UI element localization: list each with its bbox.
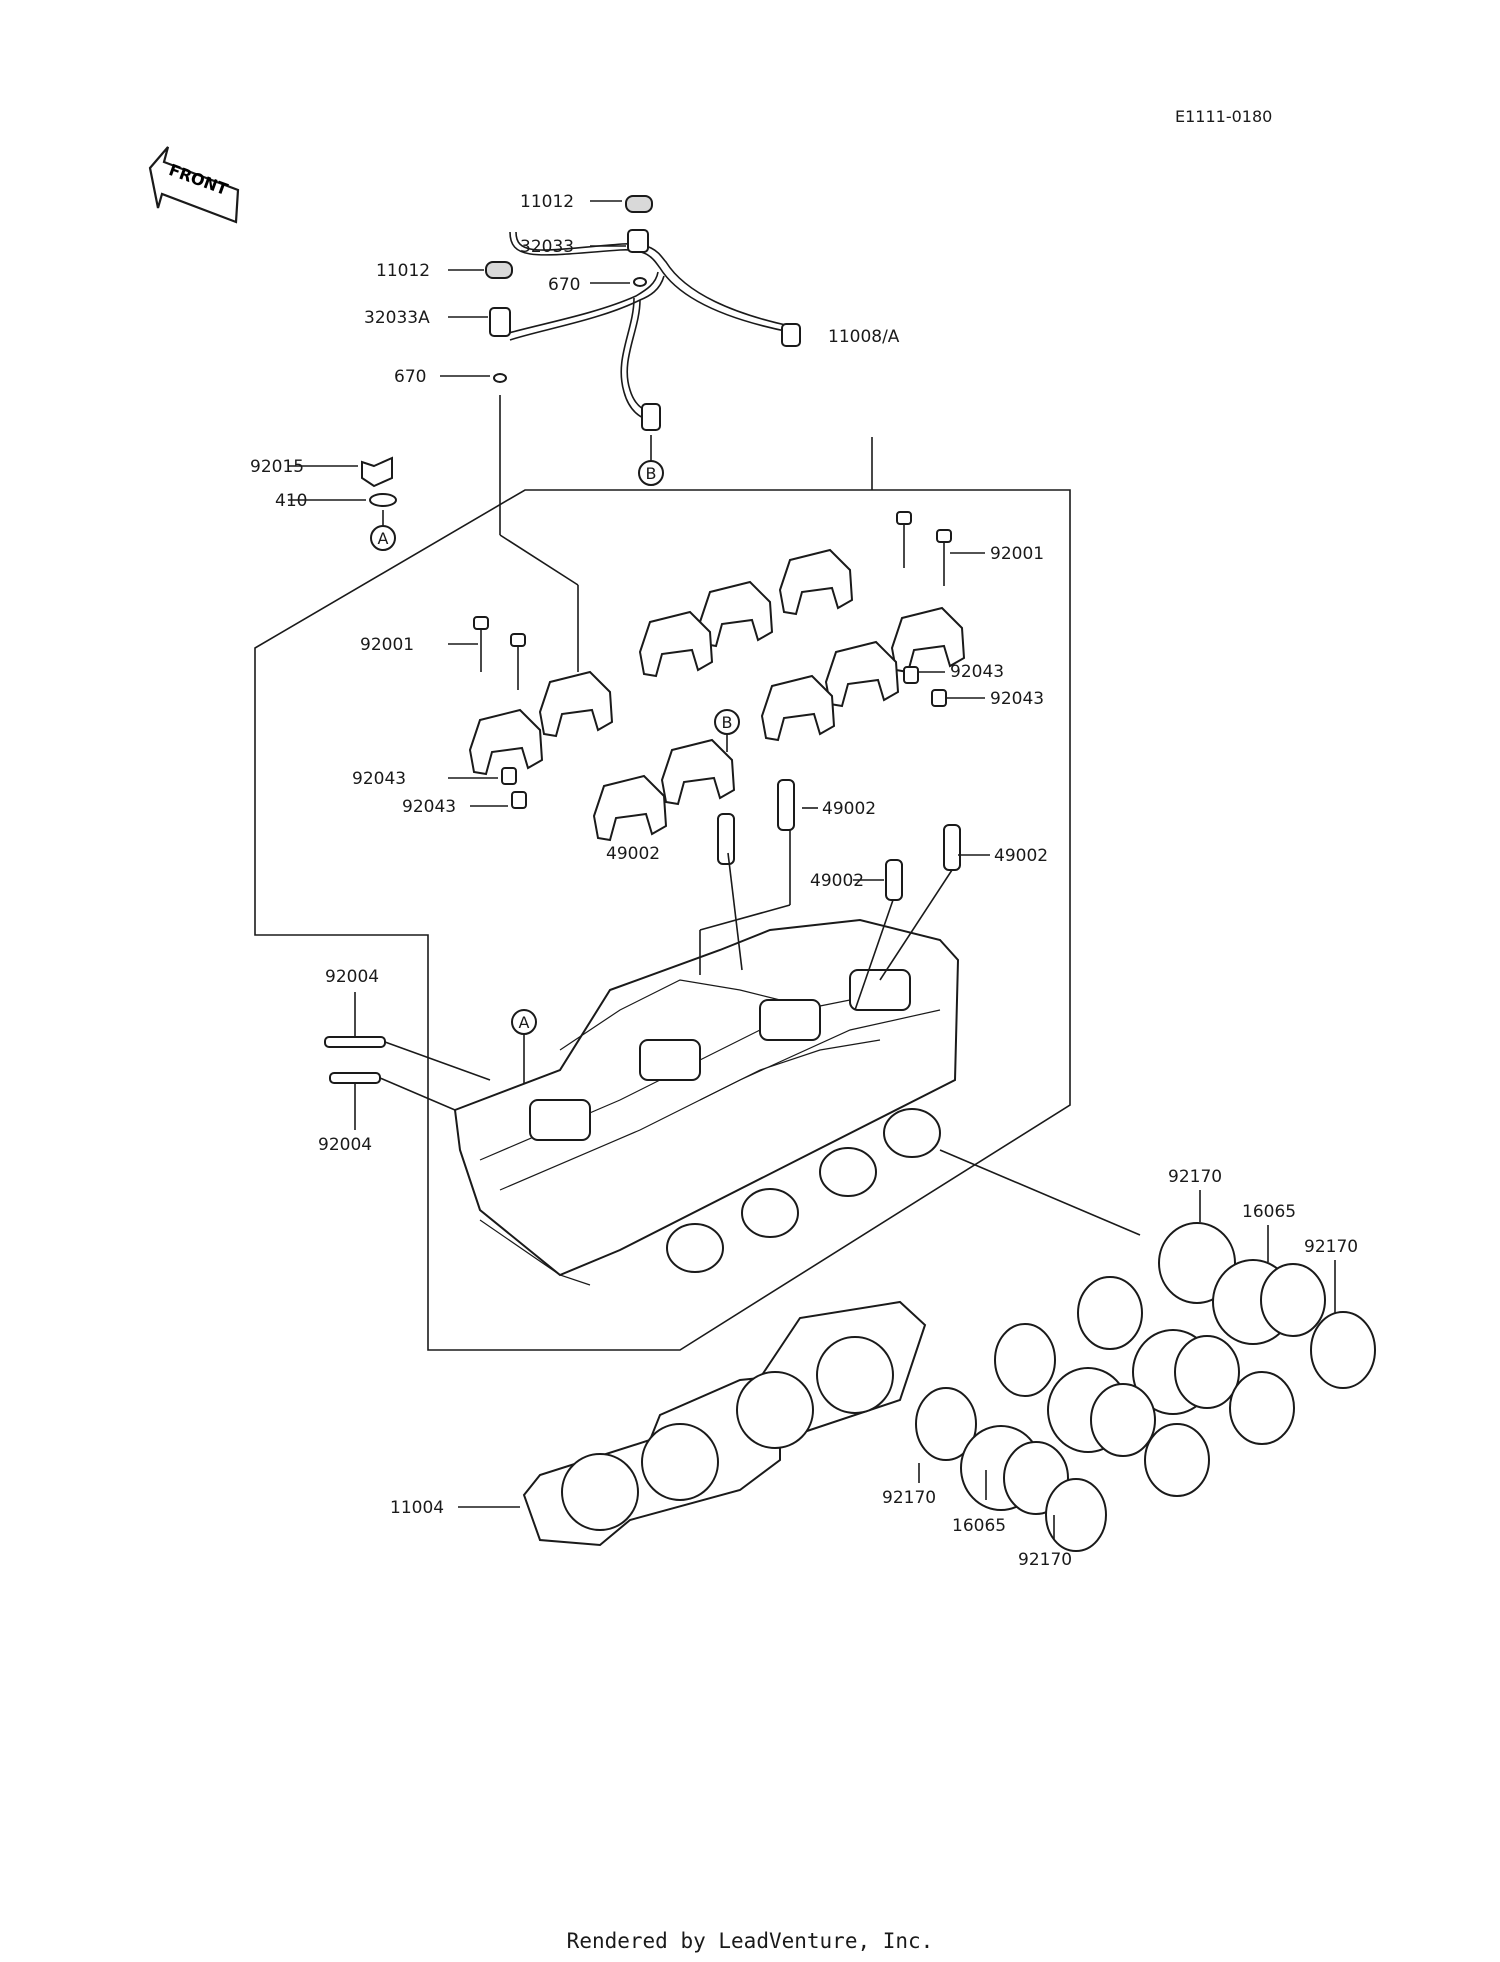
label-92170: 92170 [1168, 1167, 1222, 1187]
banjo-right [781, 323, 801, 347]
label-92043: 92043 [990, 689, 1044, 709]
studs-92004 [324, 992, 491, 1130]
washer-670-top [633, 277, 647, 287]
label-49002: 49002 [606, 844, 660, 864]
label-410: 410 [275, 491, 307, 511]
banjo-bottom [641, 403, 661, 431]
label-670: 670 [548, 275, 580, 295]
camshaft-caps [468, 548, 966, 842]
label-32033: 32033 [520, 237, 574, 257]
svg-text:B: B [646, 464, 657, 483]
label-670: 670 [394, 367, 426, 387]
cap-11012-top [625, 195, 653, 213]
svg-text:B: B [722, 713, 733, 732]
assembly-frame [254, 437, 1071, 1351]
dowels-92043 [501, 666, 947, 809]
head-gasket-11004 [522, 1300, 927, 1547]
intake-holders [915, 1222, 1376, 1552]
svg-text:A: A [378, 529, 389, 548]
marker-b-mid: B [714, 709, 740, 735]
label-92004: 92004 [325, 967, 379, 987]
label-11012: 11012 [376, 261, 430, 281]
label-92170: 92170 [882, 1488, 936, 1508]
label-92001: 92001 [990, 544, 1044, 564]
part-labels: 11012 32033 11012 670 32033A 670 92015 4… [250, 192, 1358, 1570]
label-11012: 11012 [520, 192, 574, 212]
label-92043: 92043 [352, 769, 406, 789]
label-16065: 16065 [952, 1516, 1006, 1536]
label-11004: 11004 [390, 1498, 444, 1518]
banjo-32033 [627, 229, 649, 253]
label-92015: 92015 [250, 457, 304, 477]
label-49002: 49002 [822, 799, 876, 819]
label-16065: 16065 [1242, 1202, 1296, 1222]
valve-pieces-49002 [717, 779, 961, 901]
label-32033a: 32033A [364, 308, 430, 328]
washer-670-left [493, 373, 507, 383]
svg-text:A: A [519, 1013, 530, 1032]
cylinder-head [453, 918, 960, 1286]
diagram-code: E1111-0180 [1175, 107, 1272, 126]
nut-92015 [361, 456, 393, 488]
label-92043: 92043 [402, 797, 456, 817]
oil-pipe-assembly [485, 195, 801, 431]
label-92170: 92170 [1018, 1550, 1072, 1570]
washer-410 [369, 493, 397, 507]
footer-credit: Rendered by LeadVenture, Inc. [567, 1929, 934, 1953]
leaders-top [440, 200, 652, 672]
label-92001: 92001 [360, 635, 414, 655]
marker-b-top: B [638, 460, 664, 486]
cap-11012-left [485, 261, 513, 279]
label-92170: 92170 [1304, 1237, 1358, 1257]
label-92004: 92004 [318, 1135, 372, 1155]
banjo-32033a [489, 307, 511, 337]
leaders-bottom [448, 552, 1336, 1540]
label-92043: 92043 [950, 662, 1004, 682]
front-arrow-icon: FRONT [148, 146, 240, 224]
marker-a-mid: A [511, 1009, 537, 1035]
label-49002: 49002 [994, 846, 1048, 866]
label-49002: 49002 [810, 871, 864, 891]
marker-a-top: A [370, 525, 396, 551]
label-11008a: 11008/A [828, 327, 900, 347]
bolts-92001 [473, 511, 952, 690]
